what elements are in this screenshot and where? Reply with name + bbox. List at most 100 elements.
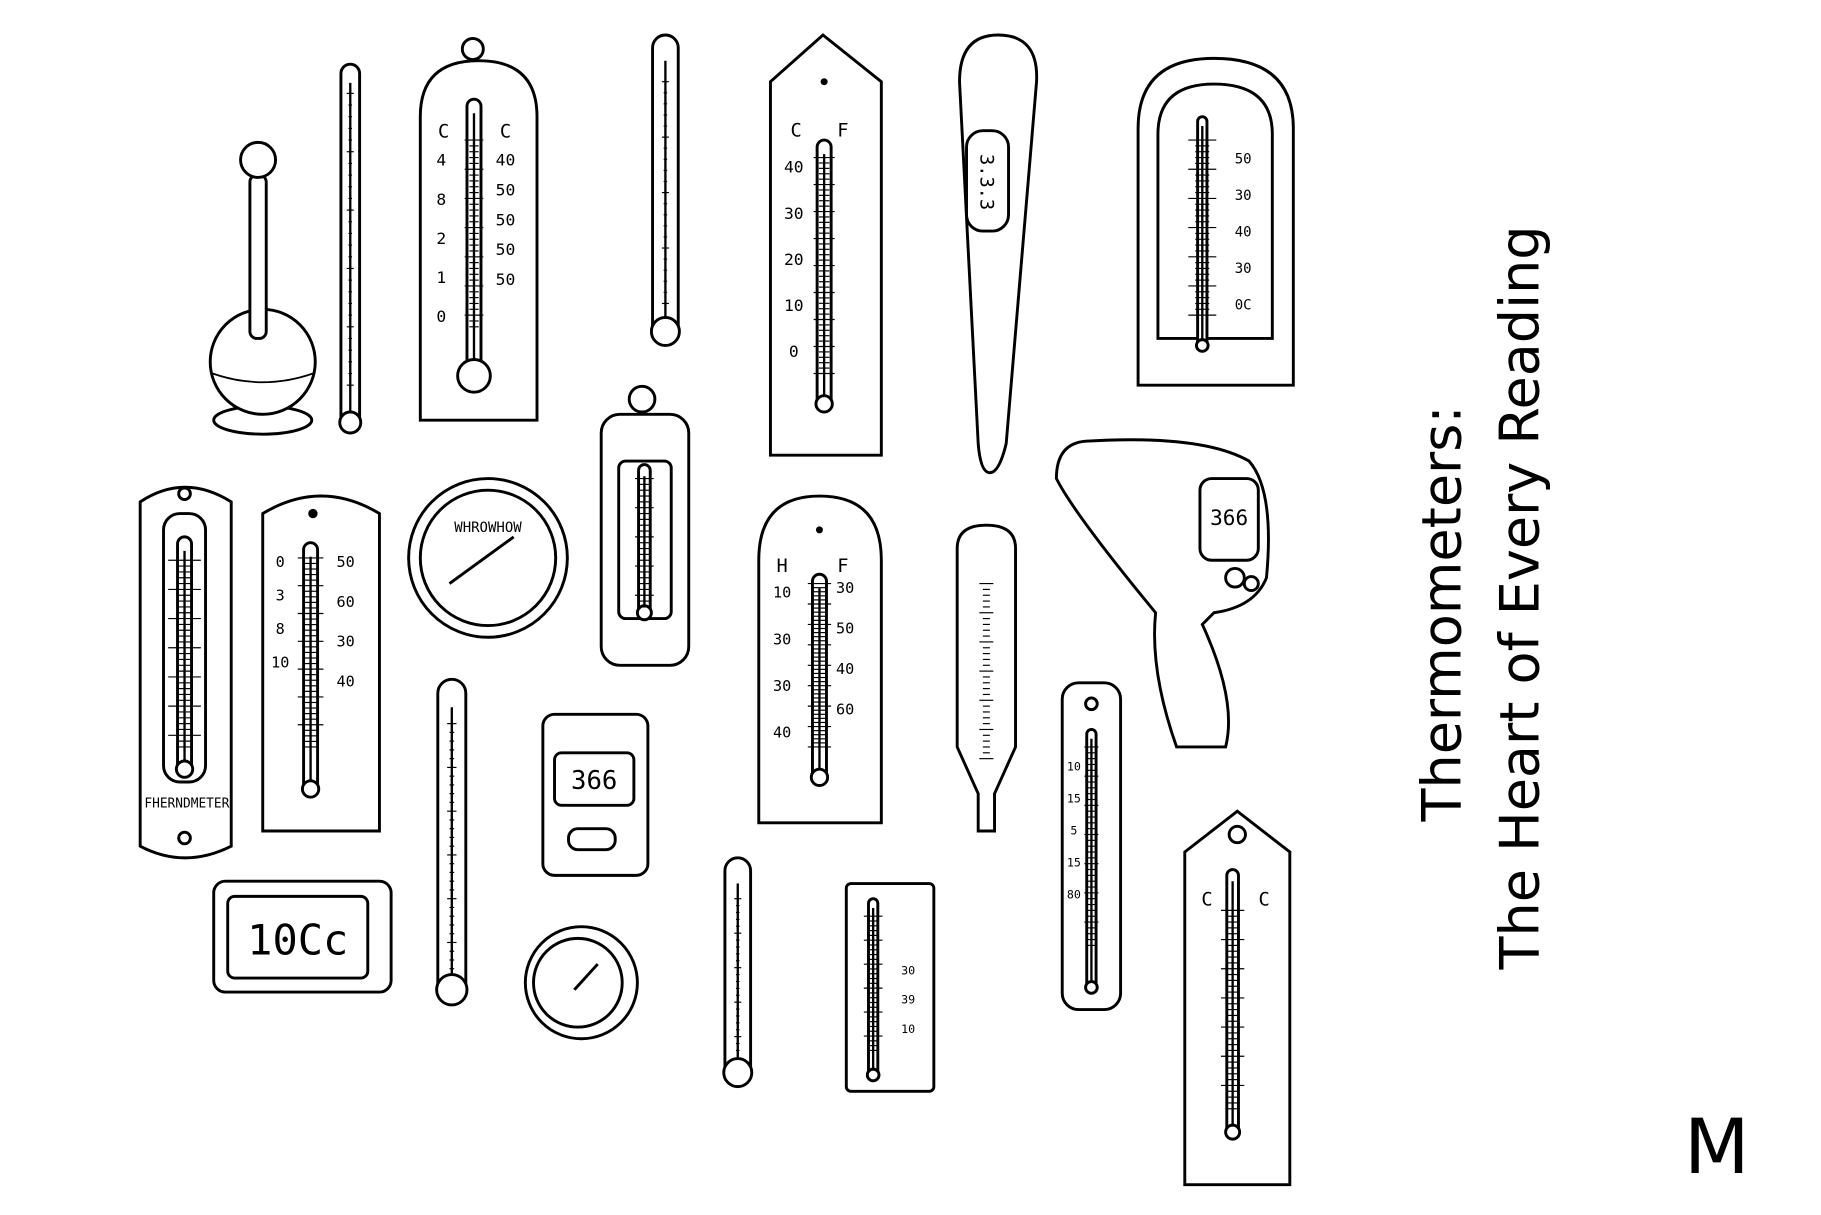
bulb (435, 973, 469, 1007)
scale-label: 40 (836, 660, 854, 678)
scale-label: 50 (1235, 151, 1252, 167)
scale-label: 50 (336, 553, 354, 571)
tube-body (955, 523, 1018, 833)
bottom-hole (177, 830, 192, 846)
bulb (814, 394, 834, 414)
scale-label: 30 (336, 633, 354, 651)
scale-label: 3 (276, 587, 285, 605)
display-frame (226, 894, 370, 980)
hanging-hole (1084, 696, 1099, 712)
scale-label: 10 (901, 1022, 915, 1036)
tag-thermometer: FHERNDMETER (138, 485, 233, 860)
body (958, 33, 1039, 475)
title-line-1: Thermometers: (1410, 405, 1474, 822)
scale-label: 30 (901, 964, 915, 978)
digital-display: 10Cc (247, 916, 348, 965)
scale-label: 40 (773, 724, 791, 742)
small-dial-thermometer (523, 925, 639, 1041)
digital-display: 366 (571, 766, 617, 796)
dial-face (418, 488, 558, 628)
bulb (174, 759, 195, 779)
hanging-hole (820, 78, 828, 86)
button (1224, 566, 1246, 589)
display-frame (553, 751, 636, 807)
thin-glass-thermometer (649, 33, 681, 347)
small-glass-thermometer (722, 856, 754, 1089)
dial-needle (573, 963, 599, 991)
scale-label: 10 (271, 654, 289, 672)
scale-label: 5 (1070, 824, 1077, 838)
scale-label: 1 (436, 268, 446, 287)
hanging-hole (308, 508, 318, 519)
dial-label: WHROWHOW (454, 520, 522, 536)
digital-display: 366 (1210, 506, 1248, 530)
glass-tube-thermometer (955, 523, 1018, 833)
scale-label: 30 (836, 579, 854, 597)
unit-label: C (1201, 890, 1212, 911)
scale-label: 40 (784, 158, 804, 177)
flask-thermometer (208, 140, 317, 436)
scale-label: 30 (784, 204, 804, 223)
liquid-line (212, 372, 314, 384)
pocket-digital-thermometer: 366 (541, 712, 650, 877)
bulb (1194, 338, 1210, 353)
hanging-hole (815, 526, 823, 534)
scale-label: 80 (1067, 888, 1081, 902)
dial-needle (448, 535, 515, 585)
scale-label: 0C (1235, 297, 1252, 313)
oral-digital-thermometer: 3.3.3 (958, 33, 1039, 475)
scale-label: 30 (1235, 188, 1252, 204)
scale-label: 60 (836, 700, 854, 718)
scale-label: 40 (336, 672, 354, 690)
scale-label: 60 (336, 593, 354, 611)
digital-display: 3.3.3 (976, 154, 997, 210)
scale-label: 39 (901, 993, 915, 1007)
scale-label: 4 (436, 151, 446, 170)
scale-label: 0 (276, 553, 285, 571)
scale-label: 50 (496, 210, 516, 229)
scale-label: 2 (436, 229, 446, 248)
stem (248, 173, 268, 340)
button (567, 827, 617, 852)
unit-label: H (776, 556, 787, 577)
scale-label: 50 (496, 270, 516, 289)
scale-label: 50 (836, 619, 854, 637)
unit-label: C (791, 121, 802, 142)
scale-label: 50 (496, 180, 516, 199)
scale-label: 15 (1067, 856, 1081, 870)
bulb (809, 767, 830, 787)
board (261, 494, 381, 833)
block-body (844, 882, 936, 1093)
bulb (338, 410, 363, 435)
scale-label: 30 (773, 630, 791, 648)
scale-label: 10 (773, 584, 791, 602)
scale-label: 8 (436, 190, 446, 209)
infrared-thermometer-gun: 366 (1054, 438, 1270, 749)
hanging-hole (177, 486, 192, 501)
top-ball (239, 140, 278, 179)
stick-thermometer (338, 62, 363, 435)
inner-frame (1156, 82, 1274, 340)
bulb (649, 316, 681, 347)
corner-mark: M (1684, 1102, 1750, 1191)
bulb (635, 604, 653, 622)
dial-face (532, 936, 624, 1029)
scale-label: 0 (789, 342, 799, 361)
unit-label: C (500, 122, 511, 143)
bulb (1224, 1123, 1242, 1141)
scale-label: 30 (773, 677, 791, 695)
tag-label: FHERNDMETER (144, 797, 229, 812)
unit-label: C (1259, 890, 1270, 911)
scale-label: 20 (784, 250, 804, 269)
display-frame (1198, 477, 1260, 562)
hanging-ring (627, 384, 657, 414)
unit-label: F (837, 121, 848, 142)
dial-gauge-thermometer: WHROWHOW (407, 477, 569, 639)
